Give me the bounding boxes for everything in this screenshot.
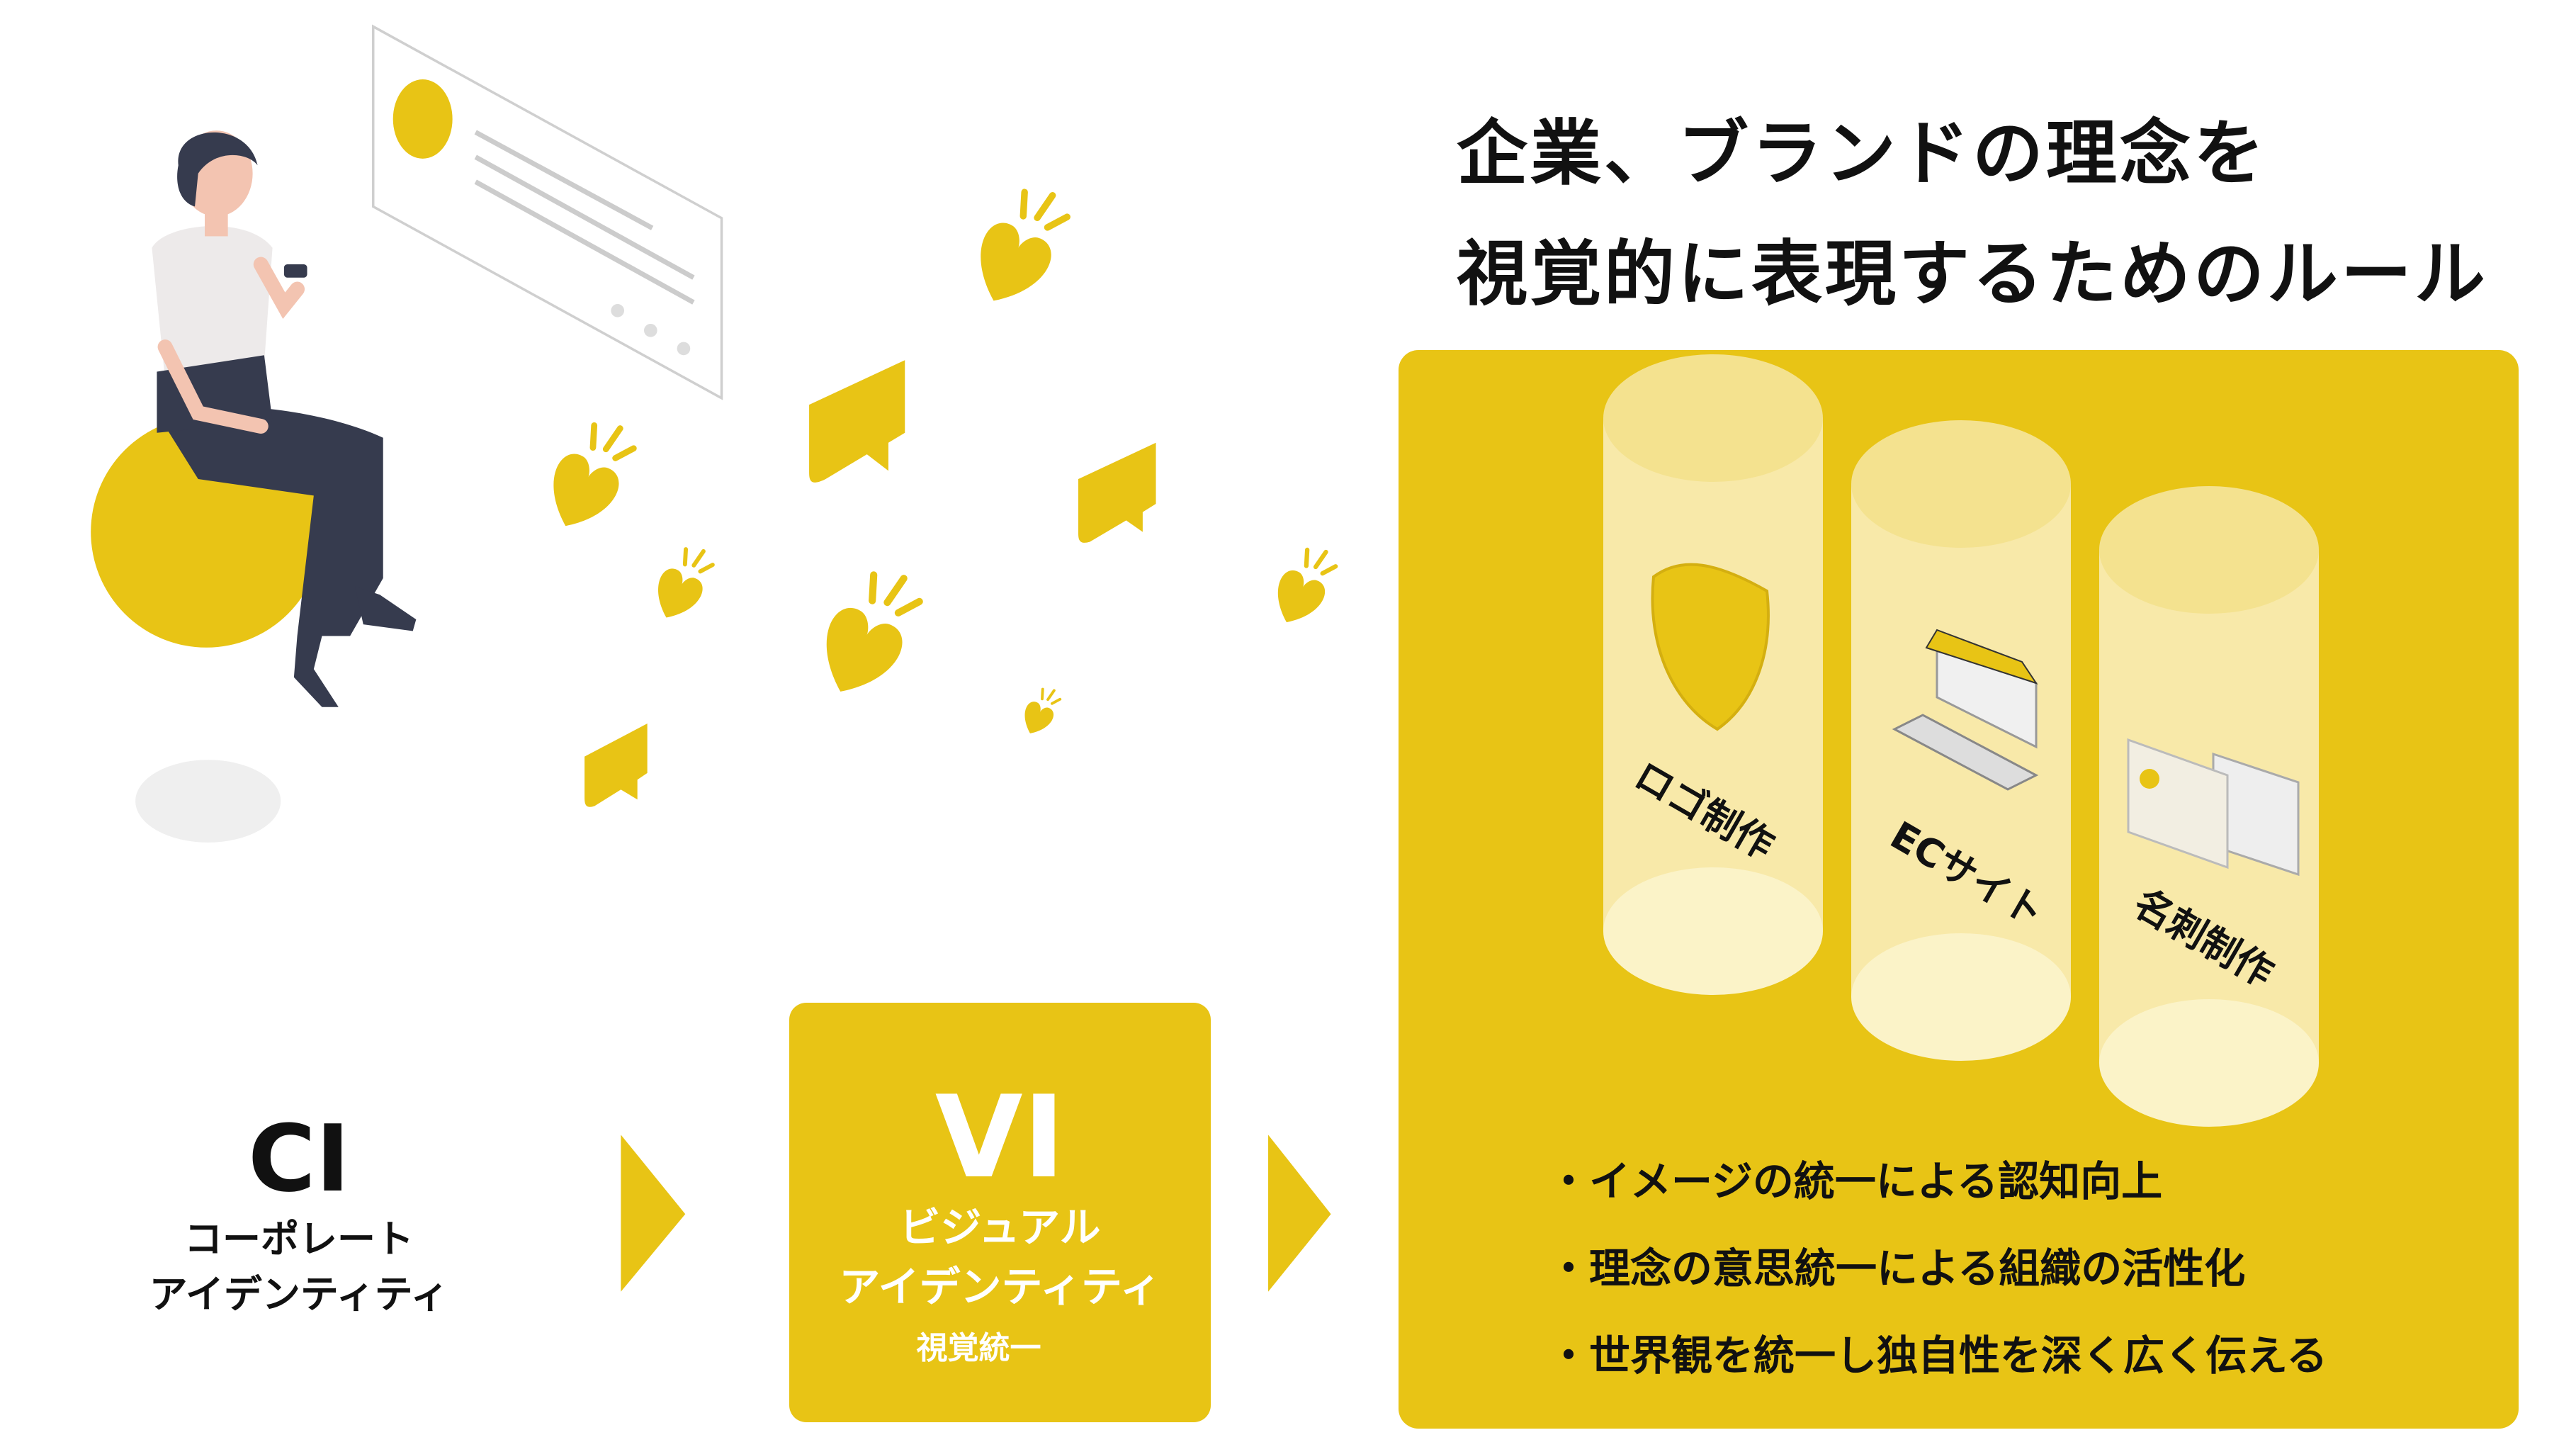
- vi-abbr: VI: [934, 1071, 1066, 1203]
- cylinder-card: [2099, 486, 2319, 1127]
- vi-line2: アイデンティティ: [839, 1263, 1161, 1311]
- arrow-right-icon: [1268, 1135, 1331, 1292]
- arrow-right-icon: [621, 1135, 686, 1292]
- vi-line1: ビジュアル: [899, 1203, 1101, 1251]
- person-illustration: [152, 130, 417, 707]
- cylinders-illustration: [1603, 354, 2319, 1127]
- laptop-store-icon: [1892, 629, 2039, 791]
- benefit-item: ・理念の意思統一による組織の活性化: [1548, 1244, 2246, 1293]
- shield-icon: [1651, 563, 1770, 731]
- benefit-item: ・イメージの統一による認知向上: [1548, 1157, 2163, 1205]
- screen-card-illustration: [372, 24, 723, 400]
- ci-abbr: CI: [248, 1105, 350, 1212]
- headline-line1: 企業、ブランドの理念を: [1457, 112, 2267, 195]
- vi-sub: 視覚統一: [916, 1330, 1041, 1366]
- headline-line2: 視覚的に表現するためのルール: [1457, 232, 2488, 315]
- business-card-icon: [2127, 738, 2300, 877]
- ci-line1: コーポレート: [184, 1217, 414, 1261]
- speech-bubbles-decoration: [584, 360, 1156, 807]
- floor-shadow: [135, 760, 281, 843]
- benefit-item: ・世界観を統一し独自性を深く広く伝える: [1548, 1332, 2328, 1380]
- cylinder-logo: [1603, 354, 1823, 995]
- cylinder-ec: [1851, 420, 2071, 1061]
- vi-box: VI ビジュアル アイデンティティ 視覚統一: [789, 1003, 1211, 1422]
- ci-line2: アイデンティティ: [149, 1272, 449, 1317]
- ci-block: CI コーポレート アイデンティティ: [122, 1105, 476, 1322]
